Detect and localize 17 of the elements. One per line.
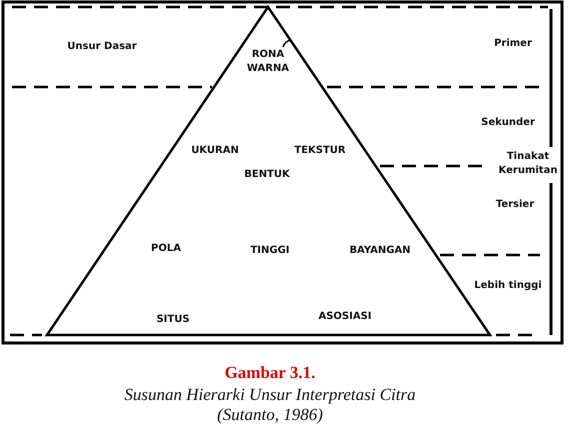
- element-label: BAYANGAN: [348, 244, 412, 258]
- figure-caption: Susunan Hierarki Unsur Interpretasi Citra (Sutanto, 1986): [123, 385, 417, 425]
- level-label: Tersier: [494, 198, 536, 212]
- figure-title: Gambar 3.1.: [224, 362, 316, 384]
- element-label: UKURAN: [190, 144, 240, 158]
- element-label: ASOSIASI: [317, 310, 373, 324]
- element-label: TINGGI: [249, 244, 291, 258]
- row-label: Unsur Dasar: [66, 40, 138, 54]
- level-label: Lebih tinggi: [473, 279, 543, 293]
- level-label: Primer: [493, 37, 533, 51]
- element-label: RONA WARNA: [246, 48, 290, 76]
- scale-label: Tinakat Kerumitan: [498, 150, 558, 178]
- element-label: BENTUK: [243, 168, 291, 182]
- level-label: Sekunder: [480, 116, 536, 130]
- element-label: SITUS: [155, 313, 191, 327]
- element-label: TEKSTUR: [293, 144, 347, 158]
- element-label: POLA: [150, 242, 182, 256]
